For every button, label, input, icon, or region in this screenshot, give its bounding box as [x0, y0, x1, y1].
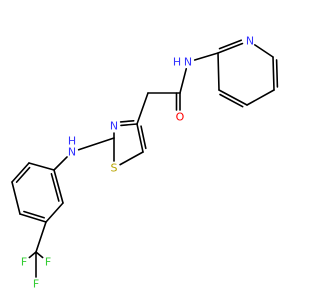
- amine-hydrogen-label: H: [68, 135, 76, 148]
- bond-pyridine-2: [218, 89, 248, 106]
- bond-pyridine-3: [246, 89, 275, 106]
- amide-nitrogen-label: N: [184, 56, 192, 69]
- fluorine-label-3: F: [33, 278, 39, 291]
- bond-amide-n-carbonyl: [179, 67, 188, 94]
- bond-phenyl-1-inner: [50, 173, 60, 202]
- bond-thiazole-amine: [77, 137, 115, 151]
- bond-thiazole-c4-c5-inner: [140, 125, 147, 150]
- bond-phenyl-3: [19, 213, 47, 223]
- bond-pyridine-4-inner: [275, 59, 279, 88]
- bond-thiazole-n-c4-second: [119, 119, 135, 123]
- bond-phenyl-3-inner: [23, 210, 45, 219]
- bond-phenyl-5-inner: [15, 166, 31, 183]
- thiazole-sulfur-label: S: [111, 162, 118, 175]
- bond-amide-n-pyridine: [193, 52, 219, 61]
- fluorine-label-2: F: [45, 256, 51, 269]
- bond-thiazole-c4-c5: [136, 123, 144, 153]
- molecule-structure-diagram: N H N O N S N H F F F: [11, 35, 279, 291]
- amide-hydrogen-label: H: [173, 56, 181, 69]
- fluorine-label-1: F: [21, 256, 27, 269]
- bond-pyridine-5: [254, 44, 274, 58]
- bond-pyridine-4: [272, 56, 275, 91]
- bond-thiazole-n-c4: [120, 123, 138, 127]
- bond-phenyl-cf3: [35, 221, 47, 253]
- bond-phenyl-2: [45, 202, 64, 223]
- bond-c-f2: [35, 251, 44, 259]
- bond-amine-phenyl: [53, 156, 68, 171]
- bond-pyridine-6-inner: [218, 39, 243, 50]
- bond-c-f1: [28, 251, 37, 259]
- bond-pyridine-1: [217, 52, 220, 91]
- thiazole-nitrogen-label: N: [110, 120, 118, 133]
- atom-label-layer: N H N O N S N H F F F: [21, 35, 254, 291]
- carbonyl-oxygen-label: O: [176, 111, 185, 124]
- bond-phenyl-6: [28, 162, 55, 171]
- bond-methylene-thiazole: [136, 92, 149, 125]
- bond-phenyl-4: [11, 181, 21, 215]
- pyridine-nitrogen-label: N: [246, 35, 254, 48]
- bond-pyridine-2-inner: [219, 93, 244, 108]
- bond-phenyl-1: [53, 169, 64, 204]
- amine-nitrogen-label: N: [68, 146, 76, 159]
- bond-phenyl-5: [11, 162, 30, 183]
- bond-pyridine-6: [217, 42, 244, 54]
- bond-layer: [11, 39, 279, 278]
- bond-thiazole-c5-s: [119, 151, 144, 166]
